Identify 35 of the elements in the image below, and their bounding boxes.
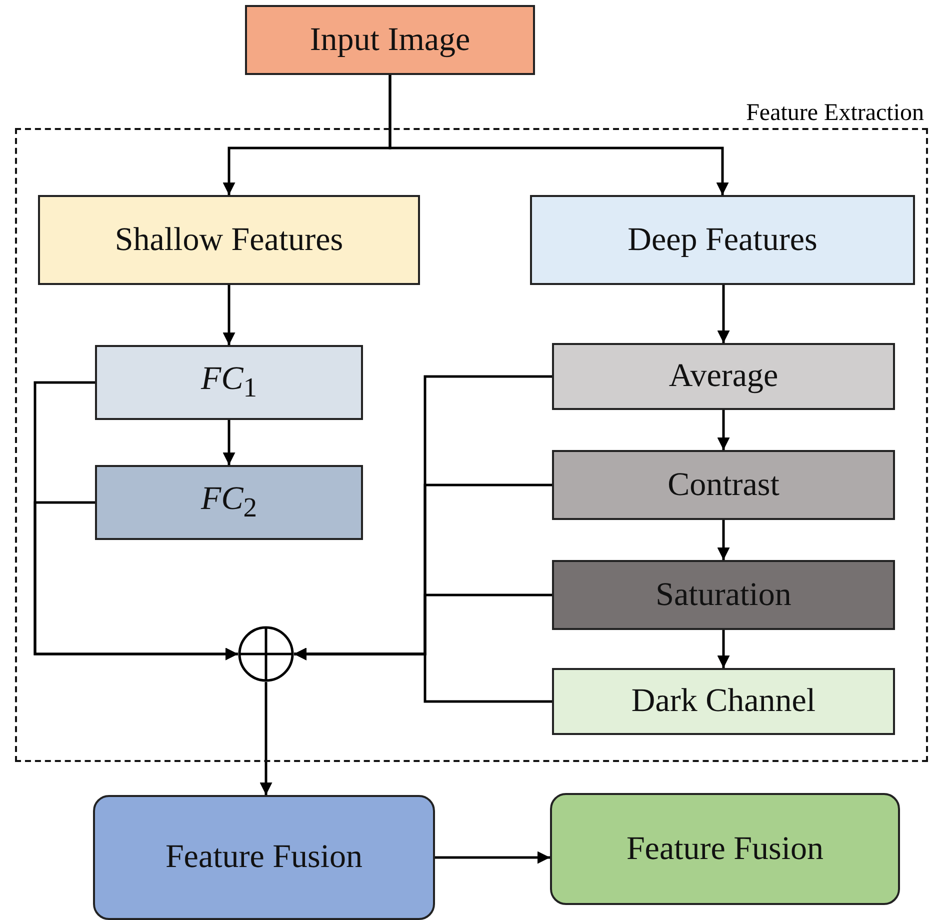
process-box xyxy=(530,195,915,285)
process-box xyxy=(95,465,363,540)
node-label: Saturation xyxy=(656,576,792,614)
arrow xyxy=(388,75,729,195)
process-box xyxy=(552,343,895,410)
process-box xyxy=(550,793,900,905)
arrow xyxy=(717,520,730,560)
node-label: Shallow Features xyxy=(114,222,344,258)
node-label: Feature Fusion xyxy=(165,839,363,876)
node-label: Deep Features xyxy=(628,222,818,258)
arrow xyxy=(260,682,272,795)
process-box xyxy=(552,668,895,735)
node-label: Contrast xyxy=(668,466,780,504)
arrow xyxy=(222,420,236,465)
node-label: Feature Fusion xyxy=(626,830,824,868)
process-box xyxy=(93,795,435,920)
process-box xyxy=(95,345,363,420)
process-box xyxy=(245,5,535,75)
node-label: Dark Channel xyxy=(631,683,816,720)
process-box xyxy=(552,560,895,630)
arrow xyxy=(222,285,236,345)
node-label: FC$_{2}$ xyxy=(201,481,257,524)
node-label: Average xyxy=(668,358,778,395)
arrow xyxy=(717,630,730,668)
arrow xyxy=(717,285,730,343)
process-box xyxy=(38,195,420,285)
group-heading: Feature Extraction xyxy=(746,100,924,127)
arrow xyxy=(717,410,730,450)
summation-symbol xyxy=(238,626,294,682)
arrow xyxy=(294,648,552,703)
process-box xyxy=(552,450,895,520)
node-label: FC$_{1}$ xyxy=(201,361,257,404)
arrow xyxy=(435,851,550,864)
node-label: Input Image xyxy=(310,22,470,58)
arrow xyxy=(34,501,238,660)
